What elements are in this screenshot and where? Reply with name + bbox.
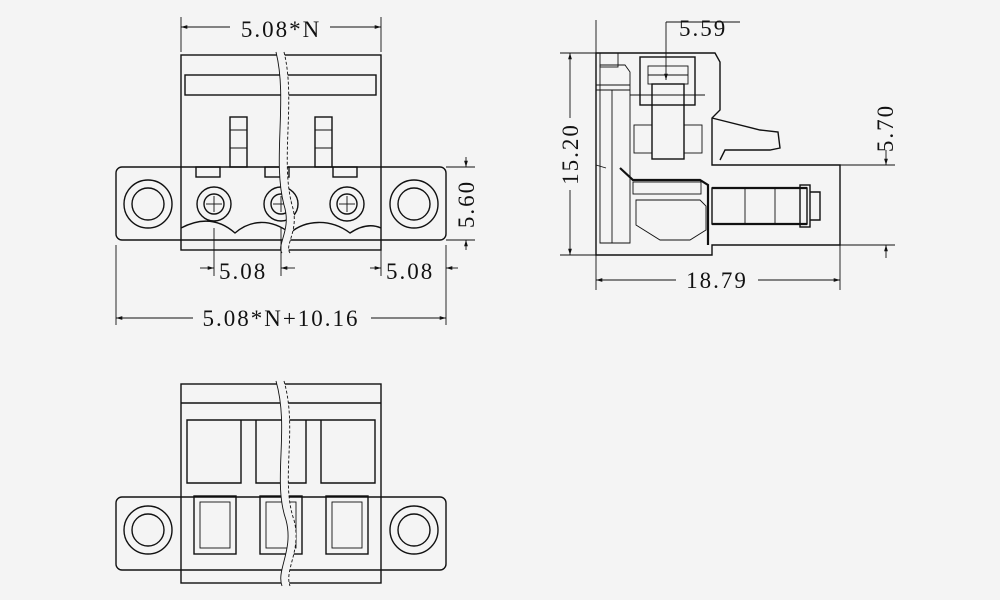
pitch-total-dimension: 5.08*N [241,17,321,42]
mounting-hole-icon [389,179,439,229]
latch-hook [711,117,781,161]
top-offset-dimension: 5.59 [679,16,727,41]
screw-icon [196,186,232,222]
mounting-hole-icon [123,179,173,229]
pin-height-dimension: 5.70 [873,104,898,152]
side-view: 5.59 15.20 5.70 18.79 [556,16,898,293]
wire-opening-icon [193,495,237,555]
wire-opening-icon [325,495,369,555]
screw-icon [329,186,365,222]
end-offset-dimension: 5.08 [386,259,434,284]
pitch-dimension: 5.08 [219,259,267,284]
latch-tabs [195,116,358,178]
overall-width-dimension: 5.08*N+10.16 [202,306,359,331]
screw-icon [630,56,705,160]
mounting-hole-icon [389,505,439,555]
front-view: 5.08*N 5.60 5.08 5.08 5.08*N+10.16 [115,14,479,331]
contact-pin [711,184,821,228]
break-line [275,380,289,587]
mounting-hole-icon [123,505,173,555]
side-housing [595,52,841,256]
depth-dimension: 18.79 [686,268,748,293]
bottom-view [115,380,447,587]
wire-entry-slots [186,419,376,484]
flange-height-dimension: 5.60 [454,180,479,228]
height-dimension: 15.20 [558,123,583,185]
break-line [283,380,297,587]
contact-spring [619,167,710,245]
break-line [283,51,295,254]
break-line [275,51,287,254]
mounting-flange [115,496,447,571]
